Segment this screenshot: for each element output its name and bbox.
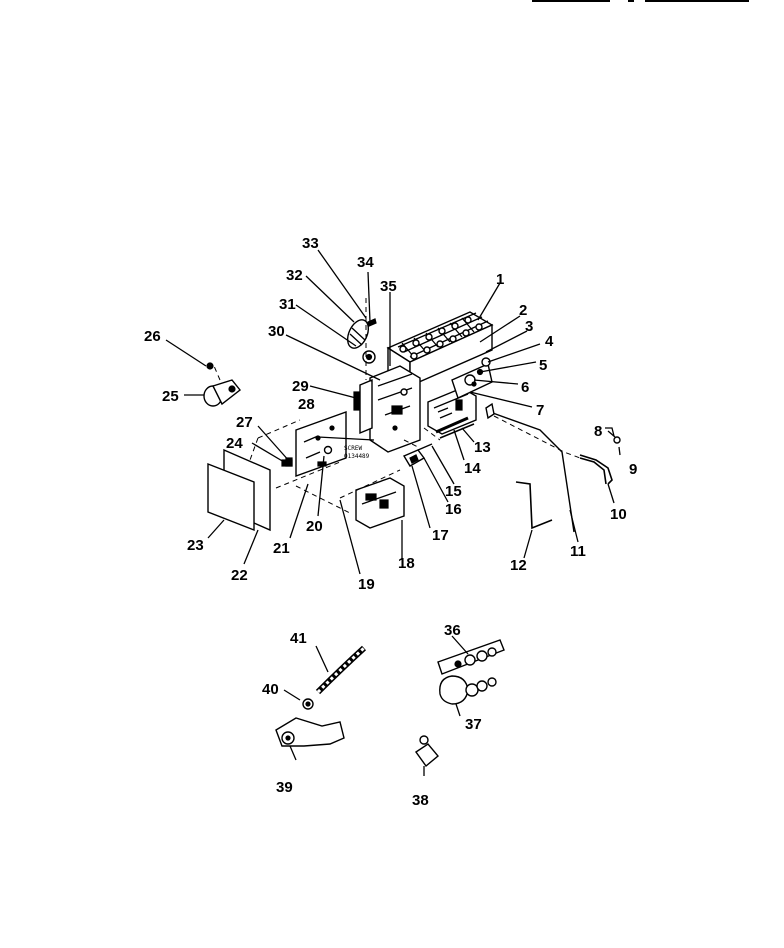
part-26-screw — [206, 362, 214, 370]
callout-15: 15 — [445, 483, 462, 500]
callout-16: 16 — [445, 501, 462, 518]
header-rule-right — [645, 0, 749, 2]
callout-9: 9 — [629, 461, 637, 478]
part-10-fill-tube — [579, 454, 613, 485]
part-20-control-board — [285, 411, 347, 477]
callout-13: 13 — [474, 439, 491, 456]
header-rule-mid — [628, 0, 634, 2]
part-37-valve-fitting — [439, 675, 497, 717]
callout-18: 18 — [398, 555, 415, 572]
part-40-nut — [302, 698, 314, 710]
callout-labels: 1 2 3 4 5 6 7 8 9 10 11 12 13 14 15 16 1… — [144, 235, 637, 809]
callout-12: 12 — [510, 557, 527, 574]
part-12-wire — [515, 481, 553, 530]
callout-20: 20 — [306, 518, 323, 535]
ice-maker-assembly: SCREW 0134489 — [165, 249, 621, 575]
callout-8: 8 — [594, 423, 602, 440]
callout-32: 32 — [286, 267, 303, 284]
screw-label-line2: 0134489 — [344, 453, 370, 460]
callout-36: 36 — [444, 622, 461, 639]
callout-34: 34 — [357, 254, 374, 271]
callout-27: 27 — [236, 414, 253, 431]
callout-26: 26 — [144, 328, 161, 345]
secondary-leader-lines — [283, 635, 469, 701]
callout-5: 5 — [539, 357, 547, 374]
part-23-cover — [207, 462, 255, 532]
part-9-clip — [605, 427, 621, 444]
callout-33: 33 — [302, 235, 319, 252]
callout-17: 17 — [432, 527, 449, 544]
callout-31: 31 — [279, 296, 296, 313]
callout-37: 37 — [465, 716, 482, 733]
part-28-mounting-plate — [353, 378, 373, 435]
callout-39: 39 — [276, 779, 293, 796]
part-1-ice-mold — [386, 311, 494, 388]
callout-22: 22 — [231, 567, 248, 584]
part-11-ejector — [485, 402, 575, 533]
callout-2: 2 — [519, 302, 527, 319]
part-39-valve-body — [275, 717, 345, 761]
part-13-heater-rod — [435, 416, 475, 439]
callout-21: 21 — [273, 540, 290, 557]
callout-40: 40 — [262, 681, 279, 698]
callout-7: 7 — [536, 402, 544, 419]
callout-41: 41 — [290, 630, 307, 647]
header-rule-left — [532, 0, 610, 2]
callout-10: 10 — [610, 506, 627, 523]
callout-1: 1 — [496, 271, 504, 288]
callout-19: 19 — [358, 576, 375, 593]
part-31-cam — [362, 350, 376, 364]
callout-35: 35 — [380, 278, 397, 295]
callout-24: 24 — [226, 435, 243, 452]
part-18-bracket — [355, 477, 405, 529]
part-24-connector — [281, 459, 293, 467]
part-16-switch — [402, 443, 433, 467]
callout-30: 30 — [268, 323, 285, 340]
callout-29: 29 — [292, 378, 309, 395]
callout-3: 3 — [525, 318, 533, 335]
leader-lines — [165, 249, 621, 575]
callout-4: 4 — [545, 333, 554, 350]
screw-label-line1: SCREW — [344, 445, 362, 452]
callout-11: 11 — [570, 543, 586, 560]
callout-14: 14 — [464, 460, 481, 477]
callout-25: 25 — [162, 388, 179, 405]
part-41-tube — [315, 645, 367, 695]
part-36-valve-assembly — [437, 639, 505, 675]
part-25-motor — [203, 379, 241, 407]
parts-2-7-right-components — [427, 357, 493, 435]
part-38-valve-coil — [415, 735, 439, 776]
callout-23: 23 — [187, 537, 204, 554]
callout-6: 6 — [521, 379, 529, 396]
part-34-screw — [367, 318, 377, 327]
callout-28: 28 — [298, 396, 315, 413]
callout-38: 38 — [412, 792, 429, 809]
